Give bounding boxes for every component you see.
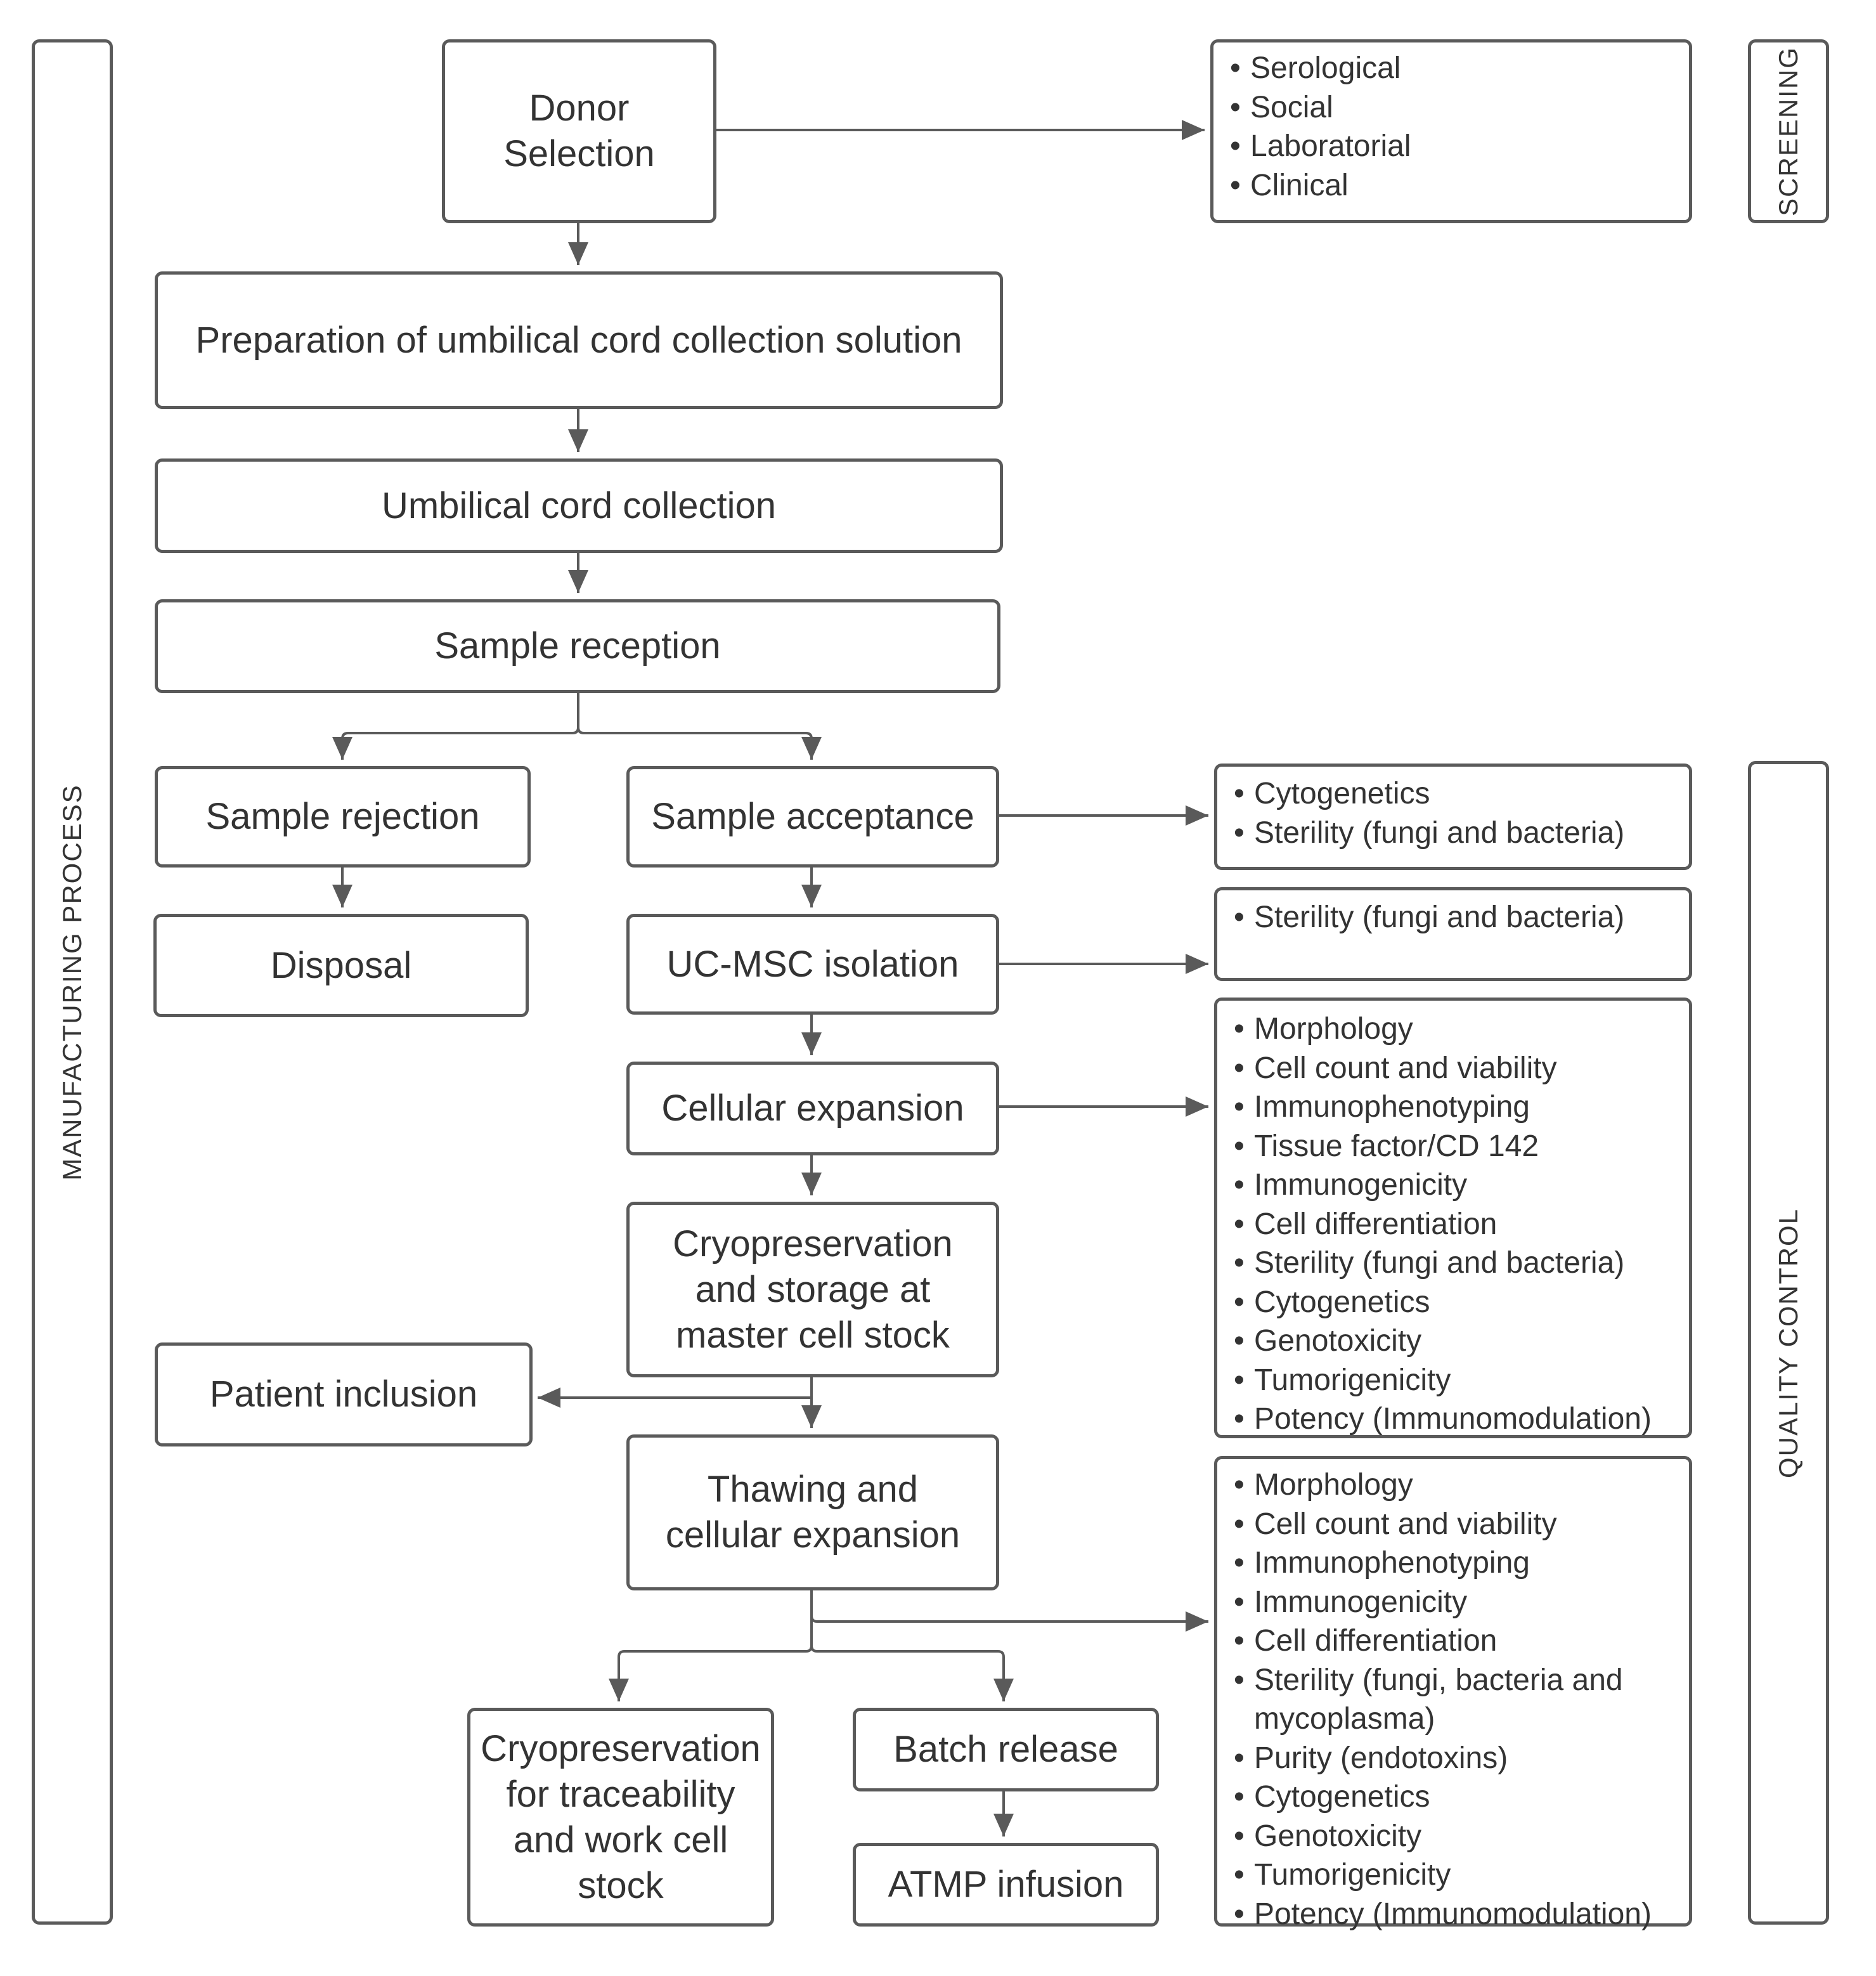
list-item: Genotoxicity: [1234, 1322, 1679, 1361]
list-item: Sterility (fungi and bacteria): [1234, 814, 1679, 853]
list-item: Sterility (fungi and bacteria): [1234, 1244, 1679, 1283]
sample-acceptance-label: Sample acceptance: [651, 796, 974, 837]
preparation-label: Preparation of umbilical cord collection…: [195, 319, 962, 361]
sample-rejection-box: Sample rejection: [155, 766, 531, 868]
cryo-master-line: and storage at: [695, 1268, 931, 1310]
qc-isolation-box: Sterility (fungi and bacteria): [1214, 887, 1692, 981]
screening-list-box: Serological Social Laboratorial Clinical: [1210, 39, 1692, 223]
disposal-label: Disposal: [270, 944, 412, 986]
atmp-infusion-label: ATMP infusion: [888, 1864, 1124, 1905]
arrow-thawing-to-qc: [810, 1590, 1208, 1632]
list-item: Potency (Immunomodulation): [1234, 1400, 1679, 1439]
arrow-thawing-split-right: [810, 1645, 1014, 1701]
cryo-traceability-line: Cryopreservation: [481, 1727, 761, 1769]
screening-label: SCREENING: [1773, 46, 1803, 216]
donor-selection-line: Donor: [529, 88, 630, 129]
arrow-reception-split: [332, 693, 579, 760]
arrow-reception-to-acceptance: [577, 727, 822, 760]
list-item: Morphology: [1234, 1010, 1679, 1049]
list-item: Cytogenetics: [1234, 1778, 1679, 1817]
ucmsc-isolation-label: UC-MSC isolation: [666, 943, 959, 985]
thawing-line: Thawing and: [707, 1469, 919, 1510]
list-item: Tissue factor/CD 142: [1234, 1127, 1679, 1166]
list-item: Cytogenetics: [1234, 1283, 1679, 1322]
cord-collection-box: Umbilical cord collection: [155, 458, 1003, 553]
list-item: Cell count and viability: [1234, 1505, 1679, 1544]
list-item: Tumorigenicity: [1234, 1856, 1679, 1895]
atmp-infusion-box: ATMP infusion: [853, 1843, 1159, 1927]
list-item: Tumorigenicity: [1234, 1361, 1679, 1400]
list-item: Cell count and viability: [1234, 1049, 1679, 1088]
disposal-box: Disposal: [153, 914, 529, 1017]
sample-reception-label: Sample reception: [434, 625, 721, 666]
patient-inclusion-label: Patient inclusion: [209, 1374, 478, 1415]
list-item: Clinical: [1230, 166, 1679, 205]
sample-reception-box: Sample reception: [155, 599, 1000, 693]
list-item: Sterility (fungi and bacteria): [1234, 898, 1679, 937]
cryo-traceability-line: and work cell: [513, 1819, 728, 1861]
cellular-expansion-label: Cellular expansion: [661, 1088, 964, 1129]
list-item: Sterility (fungi, bacteria and: [1234, 1661, 1679, 1700]
list-item: Immunogenicity: [1234, 1583, 1679, 1622]
list-item: Potency (Immunomodulation): [1234, 1895, 1679, 1934]
quality-control-panel: QUALITY CONTROL: [1748, 761, 1829, 1925]
sample-rejection-label: Sample rejection: [205, 796, 480, 837]
ucmsc-isolation-box: UC-MSC isolation: [626, 914, 999, 1015]
batch-release-label: Batch release: [893, 1729, 1118, 1770]
list-item: Serological: [1230, 49, 1679, 88]
screening-panel: SCREENING: [1748, 39, 1829, 223]
list-item: Social: [1230, 88, 1679, 127]
donor-selection-line: Selection: [503, 133, 655, 174]
list-item: Cytogenetics: [1234, 774, 1679, 814]
patient-inclusion-box: Patient inclusion: [155, 1342, 533, 1446]
thawing-line: cellular expansion: [665, 1514, 961, 1556]
cryo-traceability-line: for traceability: [506, 1773, 735, 1815]
cellular-expansion-box: Cellular expansion: [626, 1062, 999, 1155]
list-item: Genotoxicity: [1234, 1817, 1679, 1856]
manufacturing-process-panel: MANUFACTURING PROCESS: [32, 39, 113, 1925]
preparation-box: Preparation of umbilical cord collection…: [155, 271, 1003, 409]
list-item: Purity (endotoxins): [1234, 1739, 1679, 1778]
manufacturing-process-label: MANUFACTURING PROCESS: [57, 783, 87, 1181]
list-item: Cell differentiation: [1234, 1622, 1679, 1661]
qc-acceptance-box: Cytogenetics Sterility (fungi and bacter…: [1214, 764, 1692, 870]
list-item: Immunophenotyping: [1234, 1544, 1679, 1583]
list-item-continuation: mycoplasma): [1254, 1702, 1435, 1736]
list-item: Laboratorial: [1230, 127, 1679, 166]
cryo-master-line: Cryopreservation: [673, 1223, 953, 1264]
list-item: Cell differentiation: [1234, 1205, 1679, 1244]
cord-collection-label: Umbilical cord collection: [381, 484, 777, 526]
quality-control-label: QUALITY CONTROL: [1773, 1207, 1803, 1478]
cryo-master-line: master cell stock: [676, 1314, 950, 1356]
sample-acceptance-box: Sample acceptance: [626, 766, 999, 868]
cryo-traceability-line: stock: [578, 1864, 664, 1906]
batch-release-box: Batch release: [853, 1708, 1159, 1791]
list-item: Immunogenicity: [1234, 1166, 1679, 1205]
qc-thawing-box: Morphology Cell count and viability Immu…: [1214, 1456, 1692, 1934]
list-item: Morphology: [1234, 1466, 1679, 1505]
arrow-thawing-split-left: [609, 1616, 813, 1701]
list-item: Immunophenotyping: [1234, 1088, 1679, 1127]
qc-expansion-box: Morphology Cell count and viability Immu…: [1214, 998, 1692, 1438]
